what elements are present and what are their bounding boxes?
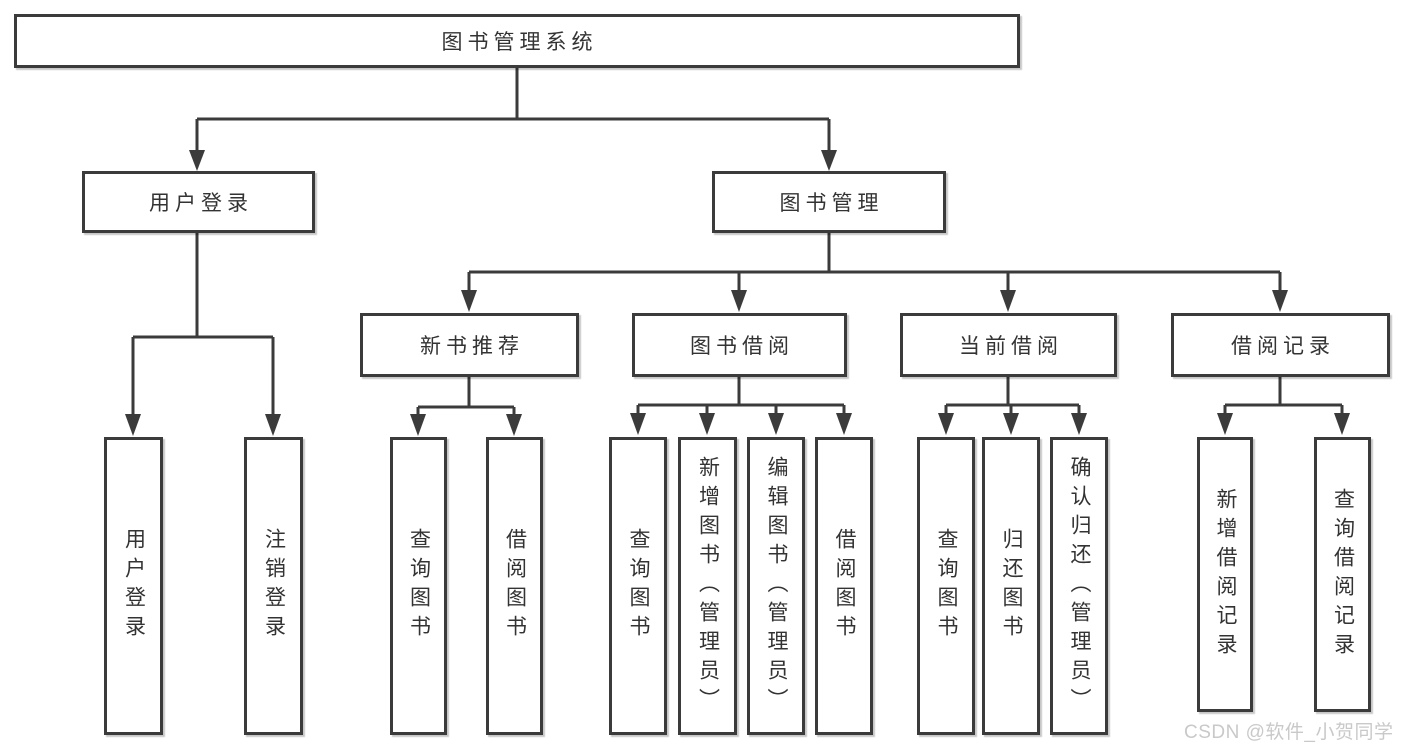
node-leaf-user-login: 用户登录: [104, 437, 163, 735]
node-new-book-recommendation: 新书推荐: [360, 313, 579, 377]
node-leaf-query-borrow-record: 查询借阅记录: [1314, 437, 1371, 712]
node-leaf-edit-books-admin: 编辑图书（管理员）: [747, 437, 805, 735]
node-leaf-borrow-books: 借阅图书: [815, 437, 873, 735]
csdn-watermark: CSDN @软件_小贺同学: [1184, 722, 1394, 743]
node-leaf-add-books-admin: 新增图书（管理员）: [678, 437, 737, 735]
node-leaf-logout: 注销登录: [244, 437, 303, 735]
node-leaf-query-books-current: 查询图书: [917, 437, 975, 735]
node-borrowing-records: 借阅记录: [1171, 313, 1390, 377]
node-leaf-query-books-borrowing: 查询图书: [609, 437, 667, 735]
node-current-borrowing: 当前借阅: [900, 313, 1117, 377]
node-leaf-borrow-books-recommend: 借阅图书: [486, 437, 543, 735]
node-book-borrowing: 图书借阅: [632, 313, 847, 377]
node-leaf-return-books: 归还图书: [982, 437, 1040, 735]
node-book-management: 图书管理: [712, 171, 946, 233]
node-leaf-add-borrow-record: 新增借阅记录: [1197, 437, 1253, 712]
node-library-system: 图书管理系统: [14, 14, 1020, 68]
node-leaf-confirm-return-admin: 确认归还（管理员）: [1050, 437, 1108, 735]
node-leaf-query-books-recommend: 查询图书: [390, 437, 447, 735]
node-user-login: 用户登录: [82, 171, 315, 233]
